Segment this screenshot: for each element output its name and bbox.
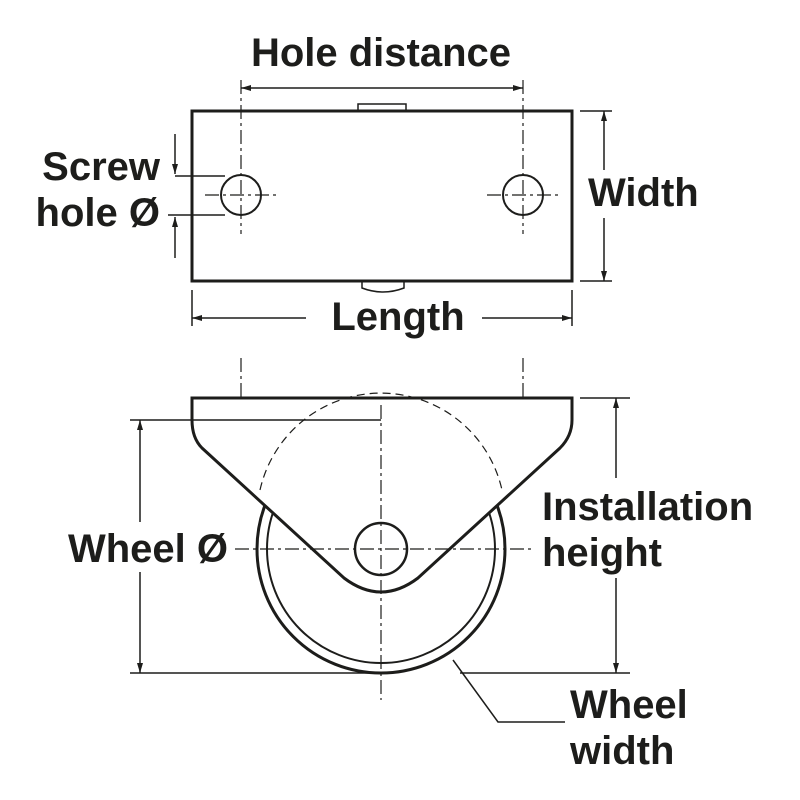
wheel-diameter-dimension: Wheel Ø [44,419,381,674]
wheel-diameter-label: Wheel Ø [68,527,228,571]
fork-bracket [190,396,574,594]
wheel-width-leader-line [452,659,565,723]
width-label-bg [586,170,716,218]
screw-hole-label-line2: hole Ø [36,191,160,235]
installation-height-label-bg [540,478,790,578]
wheel-diameter-label-bg [44,522,232,572]
width-dimension: Width [580,110,716,282]
installation-height-dimension: Installation height [460,397,790,674]
mounting-plate-top-view [190,109,574,283]
length-label: Length [331,295,464,339]
length-dimension: Length [191,290,573,340]
hole-distance-label: Hole distance [251,31,511,75]
screw-hole-label-line1: Screw [42,145,161,189]
wheel-width-label-line2: width [569,729,674,773]
installation-height-label-line2: height [542,531,662,575]
installation-height-label-line1: Installation [542,485,753,529]
bottom-nub [361,281,405,293]
wheel-width-label-line1: Wheel [570,683,688,727]
length-label-bg [306,294,482,340]
width-label: Width [588,171,699,215]
top-view [190,80,574,293]
side-view [190,358,574,700]
hole-distance-dimension: Hole distance [241,31,523,91]
wheel-width-leader: Wheel width [452,659,688,773]
screw-hole-dimension: Screw hole Ø [36,134,225,258]
